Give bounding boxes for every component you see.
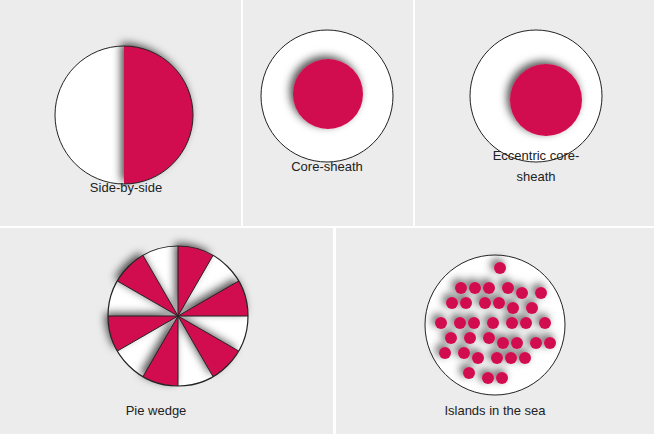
fiber-panel: Eccentric core-sheath xyxy=(415,0,654,226)
island xyxy=(464,332,476,344)
pie-wedges xyxy=(108,246,248,386)
island xyxy=(502,282,514,294)
islands xyxy=(435,262,556,384)
island xyxy=(494,262,506,274)
wedge-line xyxy=(178,316,179,386)
panel-label: Islands in the sea xyxy=(385,400,605,421)
island xyxy=(506,317,518,329)
wedge-line xyxy=(178,281,239,316)
core xyxy=(293,59,363,129)
wedge xyxy=(117,255,178,316)
island xyxy=(520,317,532,329)
fiber-panel: Pie wedge xyxy=(0,228,333,434)
island xyxy=(511,337,523,349)
island xyxy=(435,317,447,329)
island xyxy=(496,372,508,384)
fiber-section xyxy=(55,46,193,184)
fiber-outline xyxy=(55,46,193,184)
island xyxy=(491,352,503,364)
fiber-panel: Islands in the sea xyxy=(336,228,654,434)
wedge-line xyxy=(143,255,178,316)
fiber-panel: Core-sheath xyxy=(243,0,413,226)
panel-label: Pie wedge xyxy=(56,400,256,421)
panel xyxy=(243,0,413,226)
wedge-line xyxy=(178,316,248,317)
fiber-section xyxy=(108,246,248,386)
polymer-half xyxy=(124,46,193,184)
fiber-panel: Side-by-side xyxy=(0,0,241,226)
island xyxy=(446,297,458,309)
island xyxy=(468,317,480,329)
island xyxy=(463,367,475,379)
island xyxy=(519,352,531,364)
island xyxy=(469,282,481,294)
wedge-lines xyxy=(108,246,248,386)
island xyxy=(439,347,451,359)
island xyxy=(507,302,519,314)
panel xyxy=(0,0,241,226)
panel-label: Side-by-side xyxy=(26,177,226,198)
island xyxy=(454,317,466,329)
island xyxy=(445,332,457,344)
island xyxy=(460,297,472,309)
sea xyxy=(425,255,565,395)
island xyxy=(487,317,499,329)
wedge xyxy=(178,316,239,377)
island xyxy=(483,332,495,344)
wedge-line xyxy=(178,316,213,377)
panel xyxy=(0,228,333,434)
core xyxy=(510,64,582,136)
island xyxy=(526,302,538,314)
island xyxy=(472,352,484,364)
wedge-line xyxy=(117,316,178,351)
island xyxy=(483,282,495,294)
island xyxy=(505,352,517,364)
sheath xyxy=(261,30,393,162)
panel xyxy=(415,0,654,226)
island xyxy=(530,337,542,349)
island xyxy=(535,287,547,299)
panel-label: Core-sheath xyxy=(247,156,407,177)
sheath xyxy=(470,30,602,162)
wedge-line xyxy=(117,281,178,316)
wedge-line xyxy=(143,316,178,377)
island xyxy=(497,337,509,349)
wedge-line xyxy=(178,246,179,316)
wedge-line xyxy=(178,255,213,316)
island xyxy=(516,287,528,299)
island xyxy=(539,317,551,329)
island xyxy=(455,282,467,294)
island xyxy=(482,372,494,384)
fiber-outline xyxy=(108,246,248,386)
wedge-line xyxy=(178,316,239,351)
panel xyxy=(336,228,654,434)
island xyxy=(544,337,556,349)
island xyxy=(493,297,505,309)
island xyxy=(479,297,491,309)
panel-label: Eccentric core-sheath xyxy=(486,145,586,187)
wedge-line xyxy=(108,316,178,317)
island xyxy=(458,347,470,359)
